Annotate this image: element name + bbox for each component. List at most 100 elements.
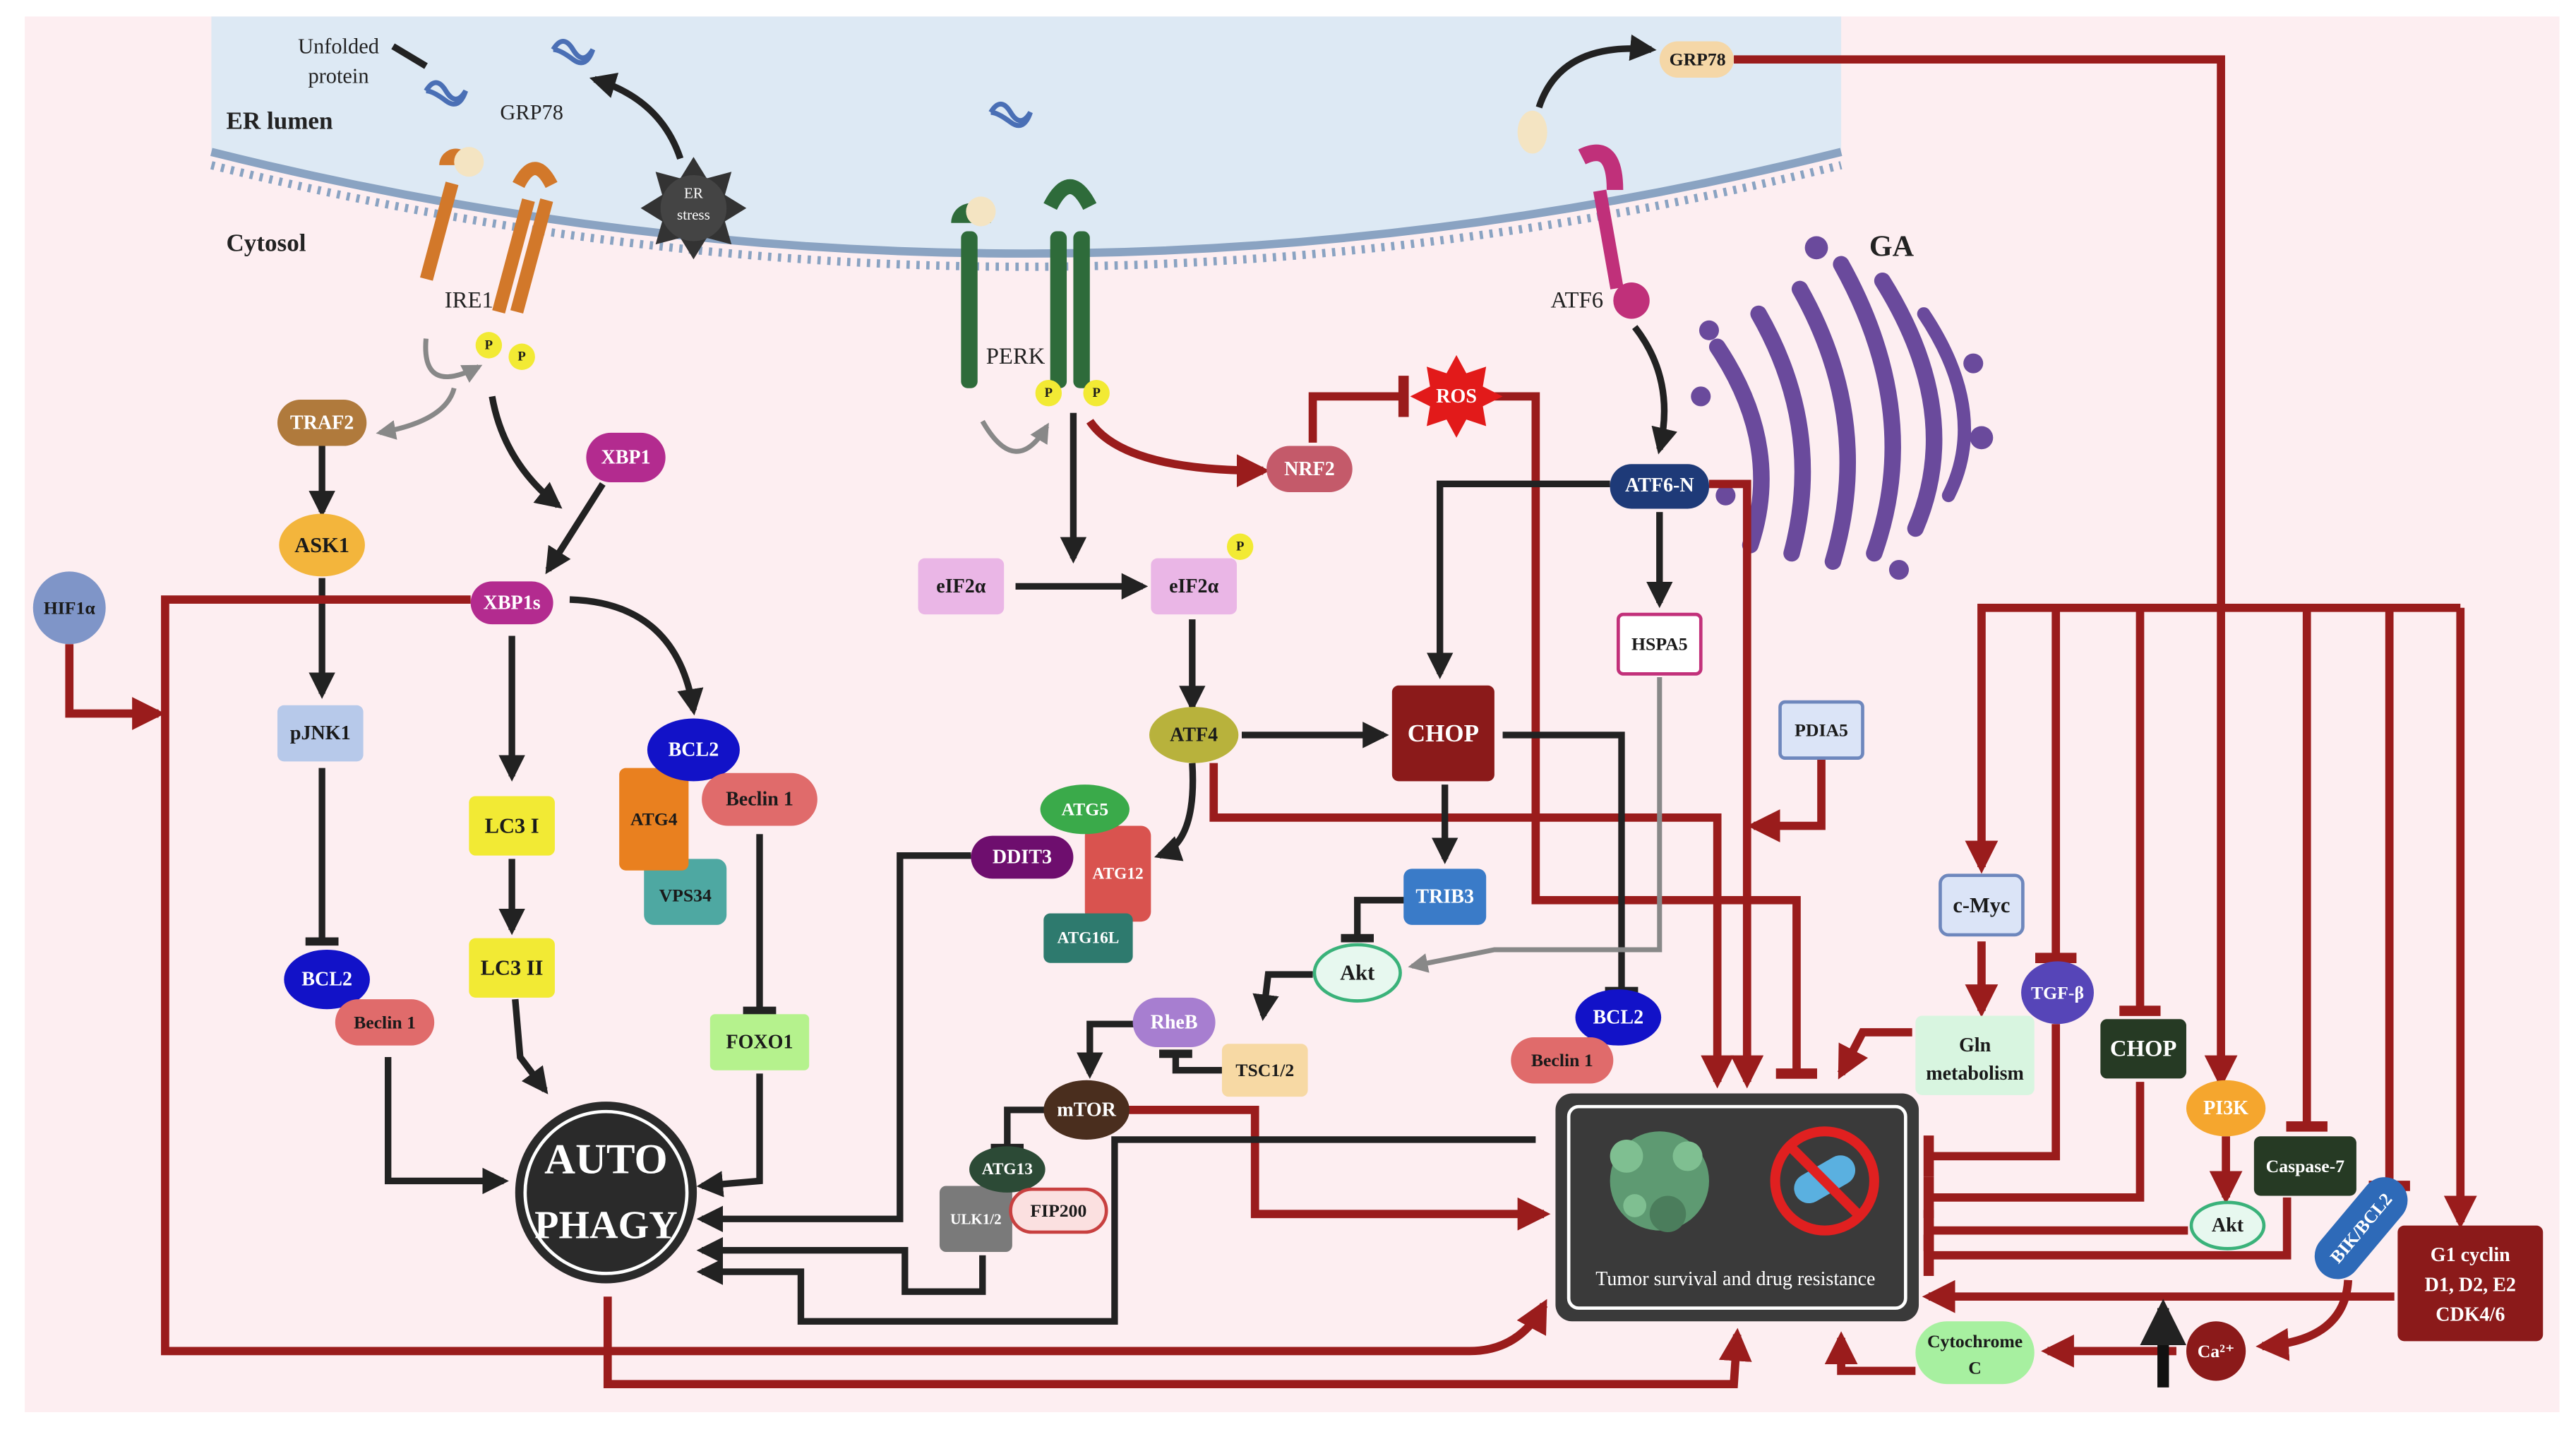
- chop-right-to-tumor-arrow: [1923, 1082, 2145, 1219]
- tsc12-label: TSC1/2: [1235, 1060, 1294, 1080]
- atf4-to-atg-arrow: [1154, 763, 1197, 861]
- g1-cyclin-node: [2397, 1225, 2544, 1342]
- perk-to-nrf2-arrow: [1086, 419, 1270, 488]
- bcl2-left-node: [284, 949, 370, 1010]
- beclin1-mid-node: [702, 772, 817, 826]
- gln-label-2: metabolism: [1926, 1063, 2024, 1085]
- chop-center-node: [1391, 685, 1494, 782]
- autophagy-badge: AUTO PHAGY: [515, 1102, 697, 1284]
- traf2-node: [277, 400, 367, 446]
- hif1a-arrow: [65, 644, 165, 730]
- eif2a-node: [918, 558, 1005, 615]
- er-stress-icon: ER stress: [640, 157, 747, 260]
- ire1-to-traf2-arrow: [376, 387, 457, 440]
- tgfb-to-tumor-arrow: [1923, 1024, 2061, 1177]
- caspase7-to-tumor-arrow: [1923, 1197, 2292, 1276]
- beclin1-right-to-autophagy-arrow: [696, 1136, 1536, 1325]
- er-lumen-region: [211, 16, 1842, 254]
- phospho-label: P: [1236, 539, 1244, 554]
- lc3ii-to-autophagy-arrow: [512, 998, 549, 1094]
- ire1-to-xbp1s-arrow: [489, 395, 563, 509]
- nrf2-node: [1266, 446, 1353, 493]
- eif2a-1-label: eIF2α: [936, 575, 986, 597]
- bcl2-mid-node: [647, 718, 740, 782]
- fip200-label: FIP200: [1030, 1200, 1086, 1221]
- lc3ii-label: LC3 II: [481, 956, 544, 980]
- ulk-to-autophagy-arrow: [696, 1236, 986, 1295]
- er-membrane-outer: [210, 148, 1843, 258]
- lc3ii-node: [469, 938, 555, 998]
- phospho-label: P: [1045, 386, 1053, 400]
- ros-label: ROS: [1436, 386, 1477, 407]
- cytochrome-c-node: [1915, 1321, 2035, 1385]
- atf6n-to-tumor-arrow: [1708, 479, 1764, 1089]
- beclin1-to-autophagy-arrow: [385, 1057, 509, 1195]
- nrf2-label: NRF2: [1284, 458, 1335, 480]
- atf6-receptor-icon: [1517, 110, 1650, 319]
- chop-right-label: CHOP: [2110, 1036, 2177, 1061]
- atf4-to-tumor-arrow: [1209, 763, 1735, 1089]
- cmyc-node: [1939, 873, 2025, 937]
- tumor-to-cmyc-arrow: [1965, 603, 2461, 874]
- akt-right-label: Akt: [2212, 1215, 2244, 1236]
- g1-label-1: G1 cyclin: [2431, 1244, 2510, 1266]
- unfolded-protein-label-2: protein: [308, 64, 369, 88]
- grp78-to-pi3k-arrow: [1734, 55, 2238, 1089]
- xbp1-label: XBP1: [601, 446, 650, 468]
- tgfb-node: [2021, 961, 2094, 1025]
- er-stress-label-1: ER: [684, 185, 703, 202]
- xbp1-node: [586, 432, 666, 483]
- phospho-icon: [508, 343, 535, 370]
- er-stress-label-2: stress: [677, 206, 710, 223]
- ros-to-tumor-arrow: [1494, 392, 1818, 1079]
- ulk12-node: [939, 1186, 1012, 1253]
- lc3i-label: LC3 I: [485, 814, 539, 838]
- phospho-label: P: [1092, 386, 1100, 400]
- traf2-label: TRAF2: [290, 412, 354, 434]
- xbp1s-to-bcl2-arrow: [569, 596, 704, 716]
- gln-label-1: Gln: [1959, 1034, 1991, 1056]
- pdia5-node: [1778, 700, 1864, 760]
- beclin1-mid-label: Beclin 1: [726, 789, 793, 811]
- ros-burst-node: [1410, 354, 1503, 438]
- mtor-node: [1043, 1080, 1130, 1140]
- hspa5-node: [1616, 612, 1703, 676]
- atf6n-to-chop-arrow: [1426, 480, 1610, 679]
- rheb-node: [1132, 997, 1216, 1047]
- mtor-to-tumor-arrow: [1126, 1106, 1551, 1231]
- phospho-label: P: [517, 350, 525, 364]
- akt-right-node: [2189, 1200, 2266, 1251]
- g1-label-2: D1, D2, E2: [2425, 1274, 2516, 1296]
- ddit3-to-autophagy-arrow: [696, 852, 971, 1232]
- unfolded-protein-icon: [424, 39, 1033, 129]
- chop-inhibits-bcl2-arrow: [1502, 732, 1639, 996]
- xbp1s-label: XBP1s: [484, 592, 541, 614]
- foxo1-label: FOXO1: [726, 1031, 793, 1053]
- ire1-receptor-icon: [420, 147, 558, 314]
- atg5-label: ATG5: [1061, 799, 1108, 820]
- phospho-label: P: [485, 338, 493, 352]
- bcl2-mid-label: BCL2: [669, 739, 719, 760]
- perk-receptor-icon: [951, 179, 1097, 388]
- chop-right-node: [2100, 1019, 2186, 1079]
- grp78-left-label: GRP78: [500, 100, 563, 124]
- tsc-inhibits-rheb-arrow: [1159, 1049, 1222, 1074]
- ga-label: GA: [1869, 230, 1915, 263]
- caspase7-label: Caspase-7: [2266, 1156, 2345, 1176]
- autophagy-label-1: AUTO: [544, 1136, 668, 1183]
- cytochrome-label-2: C: [1968, 1357, 1982, 1378]
- mtor-inhibits-atg13-arrow: [990, 1106, 1049, 1152]
- phospho-icon: [1226, 533, 1254, 560]
- atf6-to-atf6n-arrow: [1632, 325, 1677, 455]
- pjnk1-label: pJNK1: [290, 722, 351, 744]
- akt-center-label: Akt: [1340, 961, 1374, 985]
- hspa5-label: HSPA5: [1631, 634, 1688, 655]
- fip200-node: [1009, 1187, 1108, 1234]
- atf6-label: ATF6: [1551, 288, 1604, 314]
- beclin1-right-label: Beclin 1: [1531, 1050, 1593, 1070]
- ca2-node: [2186, 1321, 2246, 1381]
- phospho-icon: [475, 332, 503, 359]
- beclin1-right-node: [1511, 1037, 1614, 1084]
- ask1-label: ASK1: [294, 533, 349, 557]
